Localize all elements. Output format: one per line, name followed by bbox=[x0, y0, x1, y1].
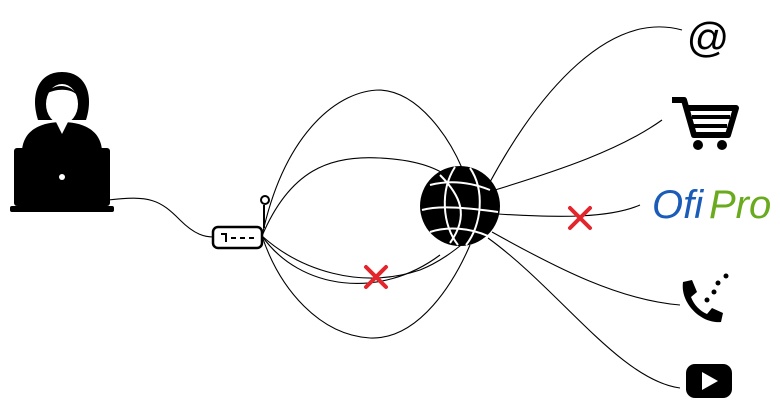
svg-text:Ofi: Ofi bbox=[652, 183, 704, 227]
phone-call-icon bbox=[682, 273, 729, 323]
shopping-cart-icon bbox=[672, 97, 739, 150]
youtube-play-icon bbox=[686, 364, 732, 398]
router-icon bbox=[211, 195, 270, 250]
blocked-x-icon bbox=[568, 206, 592, 230]
svg-text:Pro: Pro bbox=[709, 183, 771, 227]
at-sign-icon: @ bbox=[687, 14, 730, 61]
globe-icon bbox=[420, 166, 500, 246]
ofipro-logo: Ofi Pro bbox=[652, 183, 771, 227]
blocked-x-icon bbox=[364, 265, 388, 289]
connection-lines bbox=[107, 26, 683, 389]
user-laptop-icon bbox=[10, 72, 114, 212]
